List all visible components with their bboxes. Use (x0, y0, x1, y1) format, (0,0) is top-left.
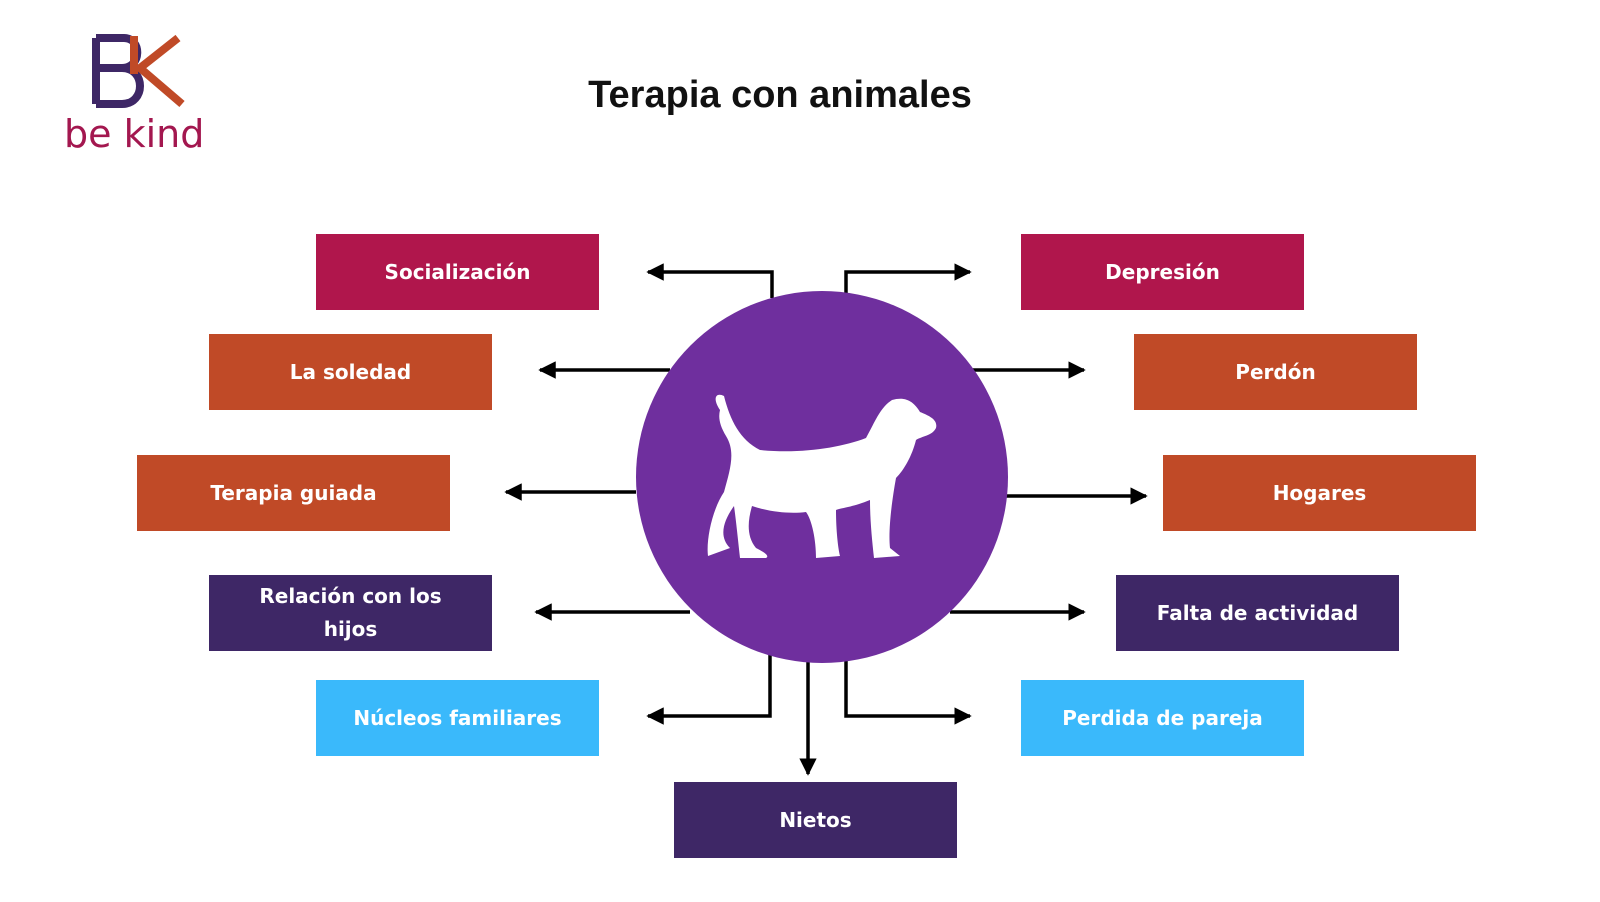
box-perdida-pareja: Perdida de pareja (1021, 680, 1304, 756)
box-depresion: Depresión (1021, 234, 1304, 310)
box-label: Perdida de pareja (1062, 705, 1263, 730)
box-terapia-guiada: Terapia guiada (137, 455, 450, 531)
box-label: Núcleos familiares (353, 705, 562, 730)
box-perdon: Perdón (1134, 334, 1417, 410)
arrow-nucleos (646, 655, 772, 725)
box-nucleos-familiares: Núcleos familiares (316, 680, 599, 756)
arrow-socializacion (646, 263, 774, 298)
box-hogares: Hogares (1163, 455, 1476, 531)
page-title: Terapia con animales (588, 74, 972, 116)
box-label: Terapia guiada (210, 480, 377, 505)
bk-logo-mark (92, 34, 185, 108)
box-la-soledad: La soledad (209, 334, 492, 410)
box-relacion-hijos: Relación con los hijos (209, 575, 492, 651)
box-label: Relación con los hijos (259, 584, 442, 641)
box-label: Depresión (1105, 259, 1220, 284)
box-nietos: Nietos (674, 782, 957, 858)
box-falta-actividad: Falta de actividad (1116, 575, 1399, 651)
logo: be kind (60, 30, 220, 160)
box-label: Hogares (1272, 480, 1367, 505)
box-label: Nietos (779, 807, 852, 832)
box-label: Socialización (384, 259, 531, 284)
arrow-perdida-pareja (844, 655, 972, 725)
dog-icon (707, 394, 937, 558)
logo-text: be kind (64, 112, 205, 156)
box-label: Falta de actividad (1156, 600, 1359, 625)
arrow-depresion (844, 263, 972, 298)
box-label: La soledad (289, 359, 412, 384)
box-socializacion: Socialización (316, 234, 599, 310)
box-label: Perdón (1235, 359, 1316, 384)
